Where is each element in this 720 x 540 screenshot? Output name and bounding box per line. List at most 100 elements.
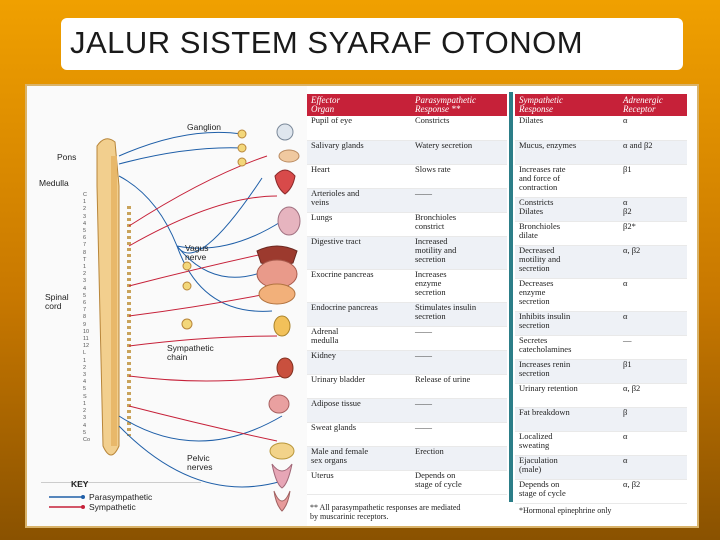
anatomy-diagram: Ganglion Pons Medulla Vagus nerve Spinal… (27, 86, 307, 526)
spine-level-label: 2 (83, 408, 87, 415)
parasympathetic-response-cell: Depends on stage of cycle (411, 470, 507, 495)
sympathetic-response-cell: Secretes catecholamines (515, 335, 619, 360)
header-adrenergic-receptor: Adrenergic Receptor (619, 94, 687, 116)
spine-level-label: C (83, 192, 87, 198)
spine-level-label: T (83, 256, 87, 263)
spine-level-label: 12 (83, 343, 90, 350)
adrenergic-receptor-cell: α, β2 (619, 383, 687, 408)
header-sympathetic-response: Sympathetic Response (515, 94, 619, 116)
adrenergic-receptor-cell: α, β2 (619, 245, 687, 279)
adrenergic-receptor-cell: β1 (619, 359, 687, 384)
sympathetic-response-cell: Localized sweating (515, 431, 619, 456)
spine-level-label: 7 (83, 307, 87, 314)
adrenergic-receptor-cell: β1 (619, 164, 687, 198)
effector-organ-cell: Adrenal medulla (307, 326, 411, 351)
spine-level-label: 4 (83, 285, 87, 292)
parasympathetic-response-cell: —— (411, 350, 507, 375)
table-row: Secretes catecholamines— (515, 335, 687, 360)
parasympathetic-response-cell: —— (411, 326, 507, 351)
parasympathetic-response-cell: Slows rate (411, 164, 507, 189)
parasympathetic-response-cell: —— (411, 422, 507, 447)
parasympathetic-response-cell: Increased motility and secretion (411, 236, 507, 270)
parasympathetic-table: Effector Organ Parasympathetic Response … (307, 94, 507, 495)
header-parasympathetic-response: Parasympathetic Response ** (411, 94, 507, 116)
table-divider (509, 92, 513, 502)
parasympathetic-response-cell: Release of urine (411, 374, 507, 399)
spine-level-label: 11 (83, 336, 89, 343)
parasympathetic-response-cell: Bronchioles constrict (411, 212, 507, 237)
sympathetic-response-cell: Decreases enzyme secretion (515, 278, 619, 312)
spinal-cord-label: Spinal cord (45, 292, 69, 311)
sympathetic-response-cell: Increases rate and force of contraction (515, 164, 619, 198)
table-row: Sweat glands—— (307, 422, 507, 447)
adrenergic-receptor-cell: α β2 (619, 197, 687, 222)
key-title: KEY (71, 479, 89, 489)
parasympathetic-response-cell: Erection (411, 446, 507, 471)
spine-level-label: 3 (83, 372, 87, 379)
spine-level-label: 10 (83, 328, 90, 335)
sympathetic-response-cell: Inhibits insulin secretion (515, 311, 619, 336)
spine-level-label: 4 (83, 220, 87, 227)
spine-level-label: 5 (83, 386, 87, 393)
effector-organ-cell: Arterioles and veins (307, 188, 411, 213)
spine-level-label: 5 (83, 228, 87, 235)
sympathetic-response-cell: Fat breakdown (515, 407, 619, 432)
adrenergic-receptor-cell: α (619, 278, 687, 312)
spine-level-label: 4 (83, 379, 87, 386)
sympathetic-response-cell: Depends on stage of cycle (515, 479, 619, 504)
effector-organ-cell: Sweat glands (307, 422, 411, 447)
table-row: Kidney—— (307, 350, 507, 375)
parasympathetic-response-cell: Increases enzyme secretion (411, 269, 507, 303)
spine-level-label: 1 (83, 357, 87, 364)
spine-level-label: 6 (83, 300, 87, 307)
adrenergic-receptor-cell: α and β2 (619, 140, 687, 165)
table-row: Adipose tissue—— (307, 398, 507, 423)
table-row: Ejaculation (male)α (515, 455, 687, 480)
effector-organ-cell: Adipose tissue (307, 398, 411, 423)
key-sympathetic: Sympathetic (89, 502, 136, 512)
parasympathetic-response-cell: Watery secretion (411, 140, 507, 165)
effector-organ-cell: Heart (307, 164, 411, 189)
effector-organ-cell: Salivary glands (307, 140, 411, 165)
parasympathetic-response-cell: —— (411, 188, 507, 213)
spine-level-labels: C 1 2 3 4 5 6 7 8 T 1 2 3 4 5 6 7 8 9 10… (83, 192, 90, 444)
sympathetic-response-cell: Mucus, enzymes (515, 140, 619, 165)
effector-organ-cell: Male and female sex organs (307, 446, 411, 471)
spine-level-label: Co (83, 436, 91, 443)
adrenergic-receptor-cell: α (619, 431, 687, 456)
spine-level-label: 2 (83, 206, 87, 213)
parasympathetic-response-cell: Constricts (411, 116, 507, 141)
anatomy-illustration (49, 123, 301, 512)
spine-level-label: 9 (83, 321, 87, 328)
table-row: Adrenal medulla—— (307, 326, 507, 351)
spine-level-label: 3 (83, 415, 87, 422)
effector-organ-cell: Digestive tract (307, 236, 411, 270)
effector-organ-cell: Pupil of eye (307, 116, 411, 141)
spine-level-label: 3 (83, 213, 87, 220)
effector-organ-cell: Uterus (307, 470, 411, 495)
parasympathetic-response-cell: —— (411, 398, 507, 423)
slide-title: JALUR SISTEM SYARAF OTONOM (70, 25, 584, 60)
effector-organ-cell: Exocrine pancreas (307, 269, 411, 303)
sympathetic-response-cell: Dilates (515, 116, 619, 141)
adrenergic-receptor-cell: β (619, 407, 687, 432)
title-box (61, 18, 683, 70)
effector-organ-cell: Lungs (307, 212, 411, 237)
spine-level-label: 4 (83, 422, 87, 429)
adrenergic-receptor-cell: α (619, 116, 687, 141)
